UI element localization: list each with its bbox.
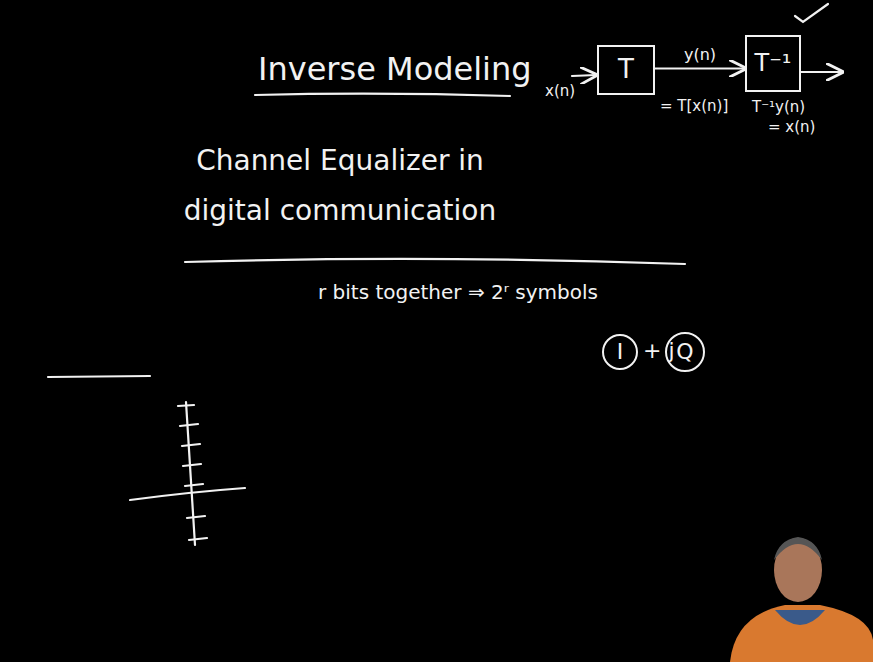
output-arrow [801,71,842,73]
axis-sketch [130,402,245,545]
circle-outline [603,335,637,369]
node-text: T [618,55,634,85]
check-mark [795,4,828,22]
node-text: I [617,339,624,364]
process-box: T⁻¹ [745,35,801,92]
node-text: T⁻¹ [755,50,792,78]
signal-arrow [655,67,745,69]
annotation: = T[x(n)] [660,97,728,115]
process-box: T [597,45,655,95]
annotation: r bits together ⇒ 2ʳ symbols [318,280,598,304]
signal-label: y(n) [682,45,718,64]
input-arrow [572,75,596,76]
heading-underline [185,259,685,264]
annotation: = x(n) [768,118,815,136]
title: Inverse Modeling [258,50,532,88]
chalk-line [48,376,150,377]
annotation: + j [643,338,675,364]
annotation: Channel Equalizer in digital communicati… [180,136,500,237]
node-text: Q [676,339,693,364]
lecturer-figure [730,537,873,662]
annotation: x(n) [545,82,575,100]
circled-symbol: I [601,333,639,371]
annotation: T⁻¹y(n) [752,98,805,116]
title-underline [255,94,510,96]
